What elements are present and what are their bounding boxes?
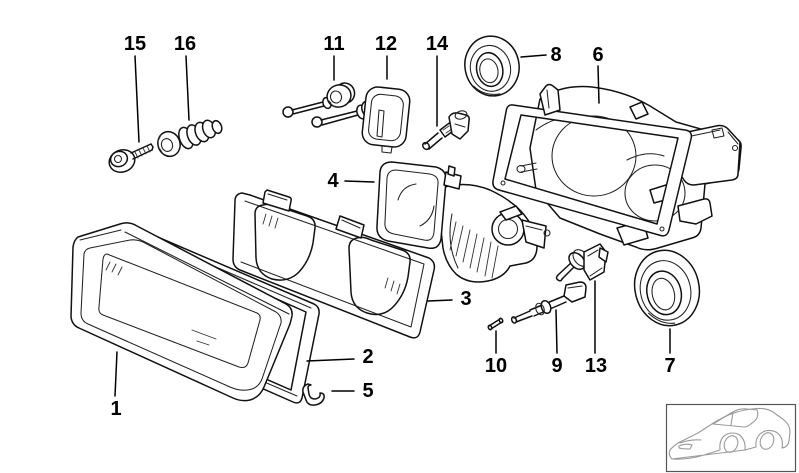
vehicle-thumbnail	[665, 403, 797, 473]
part-11-adjuster-cable-drawing	[282, 82, 356, 118]
callout-part-2[interactable]: 2	[362, 346, 374, 368]
part-8-sealing-cap-drawing	[464, 35, 520, 97]
callout-part-10[interactable]: 10	[484, 355, 508, 377]
car-coupe-outline-icon	[668, 407, 791, 460]
callout-part-6[interactable]: 6	[592, 44, 604, 66]
part-1-lens-drawing	[70, 222, 293, 402]
part-16-adjusting-screw-drawing	[157, 119, 223, 158]
callout-part-4[interactable]: 4	[327, 170, 339, 192]
thumbnail-border	[665, 403, 797, 473]
part-9-adjusting-rod-drawing	[510, 281, 587, 324]
part-5-clip-drawing	[302, 383, 325, 406]
callout-part-11[interactable]: 11	[323, 33, 345, 55]
callout-part-7[interactable]: 7	[664, 355, 676, 377]
callout-part-3[interactable]: 3	[460, 288, 472, 310]
callout-part-13[interactable]: 13	[584, 355, 608, 377]
part-10-pin-drawing	[487, 317, 504, 331]
callout-part-9[interactable]: 9	[551, 355, 563, 377]
part-15-screw-drawing	[108, 143, 154, 174]
part-12-adjusting-unit-drawing	[311, 86, 411, 154]
part-3-trim-frame-drawing	[232, 189, 436, 339]
part-13-bulb-drawing	[555, 243, 609, 282]
callout-part-8[interactable]: 8	[550, 44, 562, 66]
part-6-housing-frame-drawing	[492, 83, 742, 251]
callout-part-14[interactable]: 14	[425, 33, 449, 55]
leader-lines	[114, 54, 671, 397]
part-7-sealing-ring-drawing	[633, 249, 701, 327]
part-14-bulb-holder-drawing	[421, 110, 470, 151]
part-4-reflector-unit-drawing	[376, 161, 551, 283]
callout-part-15[interactable]: 15	[123, 33, 147, 55]
callout-part-5[interactable]: 5	[362, 380, 374, 402]
callout-part-16[interactable]: 16	[173, 33, 197, 55]
callout-part-12[interactable]: 12	[374, 33, 398, 55]
callout-part-1[interactable]: 1	[110, 398, 122, 420]
